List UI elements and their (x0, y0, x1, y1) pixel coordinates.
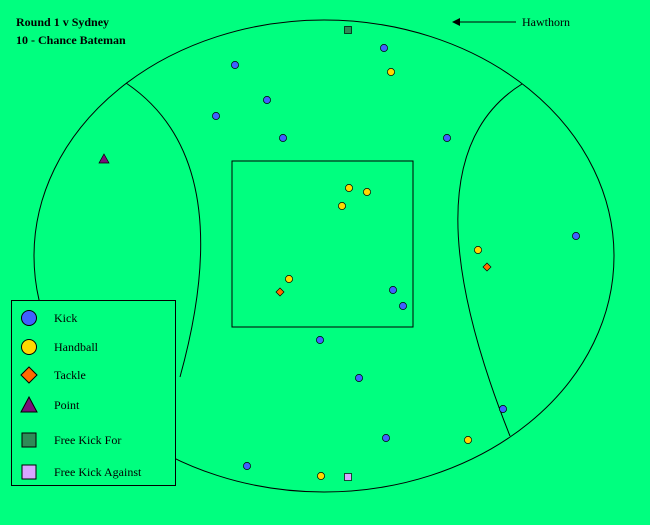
purple-triangle-icon (20, 396, 38, 413)
kick-marker (499, 405, 507, 413)
left-fifty-arc (125, 82, 202, 378)
right-fifty-arc (457, 83, 523, 437)
handball-marker (338, 202, 346, 210)
legend-label-handball: Handball (54, 340, 98, 354)
legend-item-point: Point (12, 394, 176, 416)
centre-square (231, 160, 414, 328)
player-subtitle: 10 - Chance Bateman (16, 33, 126, 47)
kick-marker (316, 336, 324, 344)
kick-marker (380, 44, 388, 52)
handball-marker (464, 436, 472, 444)
attacking-team-label: Hawthorn (522, 15, 570, 29)
handball-marker (345, 184, 353, 192)
handball-marker (285, 275, 293, 283)
tackle-marker (482, 262, 492, 272)
kick-marker (279, 134, 287, 142)
legend-item-handball: Handball (12, 336, 176, 358)
kick-marker (355, 374, 363, 382)
legend-item-kick: Kick (12, 307, 176, 329)
kick-marker (389, 286, 397, 294)
handball-marker (474, 246, 482, 254)
legend-label-point: Point (54, 398, 80, 412)
kick-marker (212, 112, 220, 120)
event-markers (98, 26, 580, 481)
lilac-square-icon (21, 464, 37, 480)
attacking-direction-arrow (452, 18, 516, 26)
legend-item-tackle: Tackle (12, 364, 176, 386)
free-kick-against-marker (344, 473, 352, 481)
yellow-circle-icon (21, 339, 37, 355)
kick-marker (243, 462, 251, 470)
kick-marker (382, 434, 390, 442)
handball-marker (387, 68, 395, 76)
legend-label-free-kick-for: Free Kick For (54, 433, 122, 447)
legend-label-free-kick-against: Free Kick Against (54, 465, 142, 479)
blue-circle-icon (21, 310, 37, 326)
free-kick-for-marker (344, 26, 352, 34)
legend-item-free-kick-against: Free Kick Against (12, 461, 176, 483)
orange-diamond-icon (20, 366, 38, 384)
handball-marker (363, 188, 371, 196)
kick-marker (443, 134, 451, 142)
kick-marker (231, 61, 239, 69)
tackle-marker (275, 287, 285, 297)
point-marker (98, 153, 110, 164)
legend-label-kick: Kick (54, 311, 78, 325)
legend-item-free-kick-for: Free Kick For (12, 429, 176, 451)
green-square-icon (21, 432, 37, 448)
kick-marker (263, 96, 271, 104)
legend: Kick Handball Tackle Point Free Kick For… (11, 300, 176, 486)
kick-marker (399, 302, 407, 310)
legend-label-tackle: Tackle (54, 368, 86, 382)
kick-marker (572, 232, 580, 240)
field-boundary (33, 19, 615, 493)
handball-marker (317, 472, 325, 480)
page-title: Round 1 v Sydney (16, 15, 110, 29)
